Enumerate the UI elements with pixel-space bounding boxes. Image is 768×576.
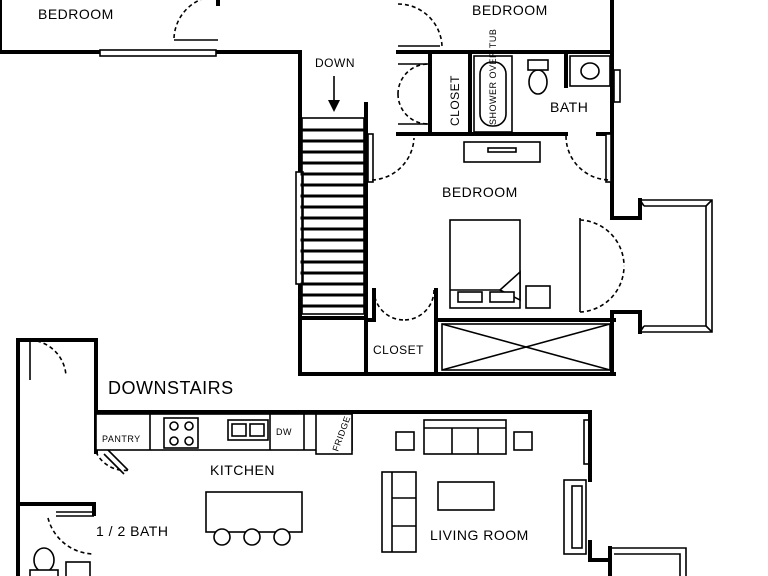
bay-window: [639, 199, 713, 333]
bath-fixtures: [473, 55, 611, 133]
label-closet-vertical: CLOSET: [448, 75, 462, 126]
half-bath-fixtures: [29, 547, 91, 576]
master-furniture: [449, 141, 551, 309]
downstairs-doors: [47, 449, 131, 555]
label-bath: BATH: [550, 99, 588, 115]
label-shower: SHOWER OVER TUB: [488, 29, 498, 125]
upstairs-walls: [0, 0, 642, 376]
staircase: [300, 76, 366, 315]
downstairs-patio: [610, 547, 687, 576]
label-kitchen: KITCHEN: [210, 462, 275, 478]
door-swings: [29, 0, 625, 380]
label-closet-lower: CLOSET: [373, 343, 424, 357]
windows: [99, 49, 621, 465]
label-bedroom-nw: BEDROOM: [38, 6, 114, 22]
lower-storage: [441, 323, 611, 371]
label-stairs-down: DOWN: [315, 56, 355, 70]
kitchen-island: [205, 491, 303, 546]
label-bedroom-ne: BEDROOM: [472, 2, 548, 18]
downstairs-walls: [16, 338, 612, 576]
label-pantry: PANTRY: [102, 434, 141, 444]
room-labels: BEDROOM BEDROOM BEDROOM BATH CLOSET CLOS…: [38, 2, 588, 543]
label-living-room: LIVING ROOM: [430, 527, 529, 543]
kitchen-counter: [95, 413, 353, 455]
label-dishwasher: DW: [276, 427, 292, 437]
label-bedroom-master: BEDROOM: [442, 184, 518, 200]
living-furniture: [381, 419, 587, 555]
label-downstairs: DOWNSTAIRS: [108, 378, 234, 398]
label-half-bath: 1 / 2 BATH: [96, 523, 168, 539]
